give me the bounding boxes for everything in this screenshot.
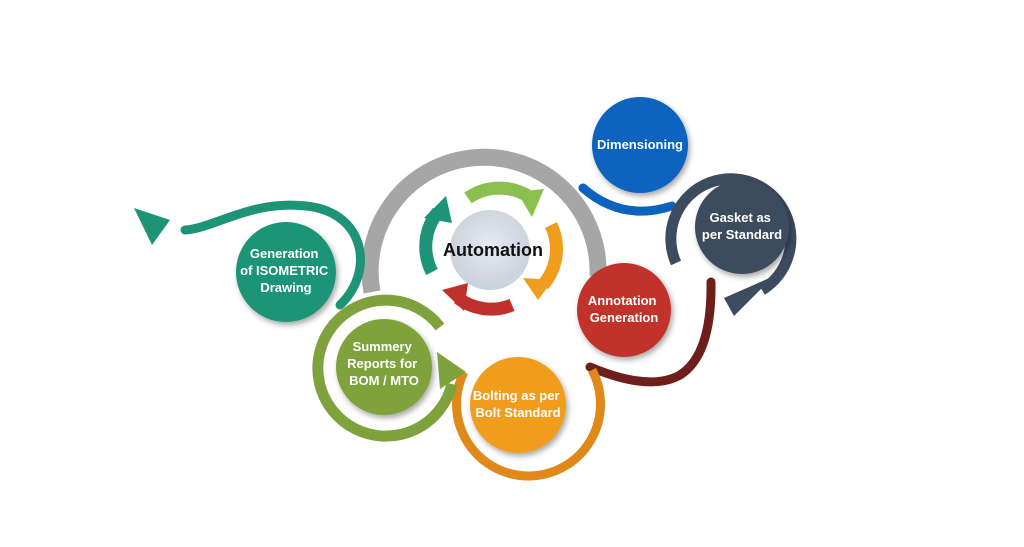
dimensioning-swoosh [578, 183, 677, 216]
dimensioning-label: Dimensioning [597, 137, 683, 152]
node-gasket: Gasket as per Standard [695, 180, 789, 274]
svg-text:Gasket as per Standard: Gasket as per Standard [702, 210, 782, 242]
summery-arrow-head [437, 352, 466, 389]
node-annotation: Annotation Generation [577, 263, 671, 357]
dimensioning-circle [592, 97, 688, 193]
bolting-label-line-1: Bolting as per [473, 388, 560, 403]
annotation-label-line-1: Annotation [588, 293, 657, 308]
cycle-arrow-red [442, 283, 515, 316]
svg-text:Summery Reports for: Summery Reports for BOM / MTO [347, 339, 421, 388]
automation-label: Automation [443, 240, 543, 260]
gasket-arrow-head [724, 276, 774, 316]
svg-text:Bolting as per Bolt Stan: Bolting as per Bolt Standard [473, 388, 563, 420]
annotation-circle [577, 263, 671, 357]
annotation-label-line-2: Generation [590, 310, 659, 325]
automation-center-disc [450, 210, 530, 290]
isometric-swirl [180, 200, 365, 310]
gasket-label-line-1: Gasket as [709, 210, 770, 225]
node-bolting: Bolting as per Bolt Standard [470, 357, 566, 453]
node-isometric: Generation of ISOMETRIC Drawing [236, 222, 336, 322]
summery-label-line-3: BOM / MTO [349, 373, 419, 388]
bolting-ring-arc [452, 367, 606, 481]
isometric-label-line-3: Drawing [260, 280, 311, 295]
cycle-arrow-teal [419, 196, 452, 276]
summery-ring-arc [312, 294, 458, 442]
svg-text:Generation of ISOMETRIC: Generation of ISOMETRIC Drawing [240, 246, 332, 295]
annotation-swoosh [585, 277, 716, 387]
svg-text:Dimensioning: Dimensioning [597, 137, 683, 152]
isometric-circle [236, 222, 336, 322]
summery-circle [336, 319, 432, 415]
bolting-label-line-2: Bolt Standard [475, 405, 560, 420]
node-dimensioning: Dimensioning [592, 97, 688, 193]
gasket-circle [695, 180, 789, 274]
cycle-arrow-green [464, 181, 544, 217]
bolting-circle [470, 357, 566, 453]
isometric-label-line-2: of ISOMETRIC [240, 263, 329, 278]
gasket-label-line-2: per Standard [702, 227, 782, 242]
automation-ring [361, 148, 607, 294]
cycle-arrow-orange [523, 222, 563, 300]
isometric-arrow-head [134, 208, 170, 245]
summery-label-line-2: Reports for [347, 356, 417, 371]
svg-text:Annotation Generation: Annotation Generation [588, 293, 660, 325]
summery-label-line-1: Summery [353, 339, 413, 354]
node-summery: Summery Reports for BOM / MTO [336, 319, 432, 415]
isometric-label-line-1: Generation [250, 246, 319, 261]
